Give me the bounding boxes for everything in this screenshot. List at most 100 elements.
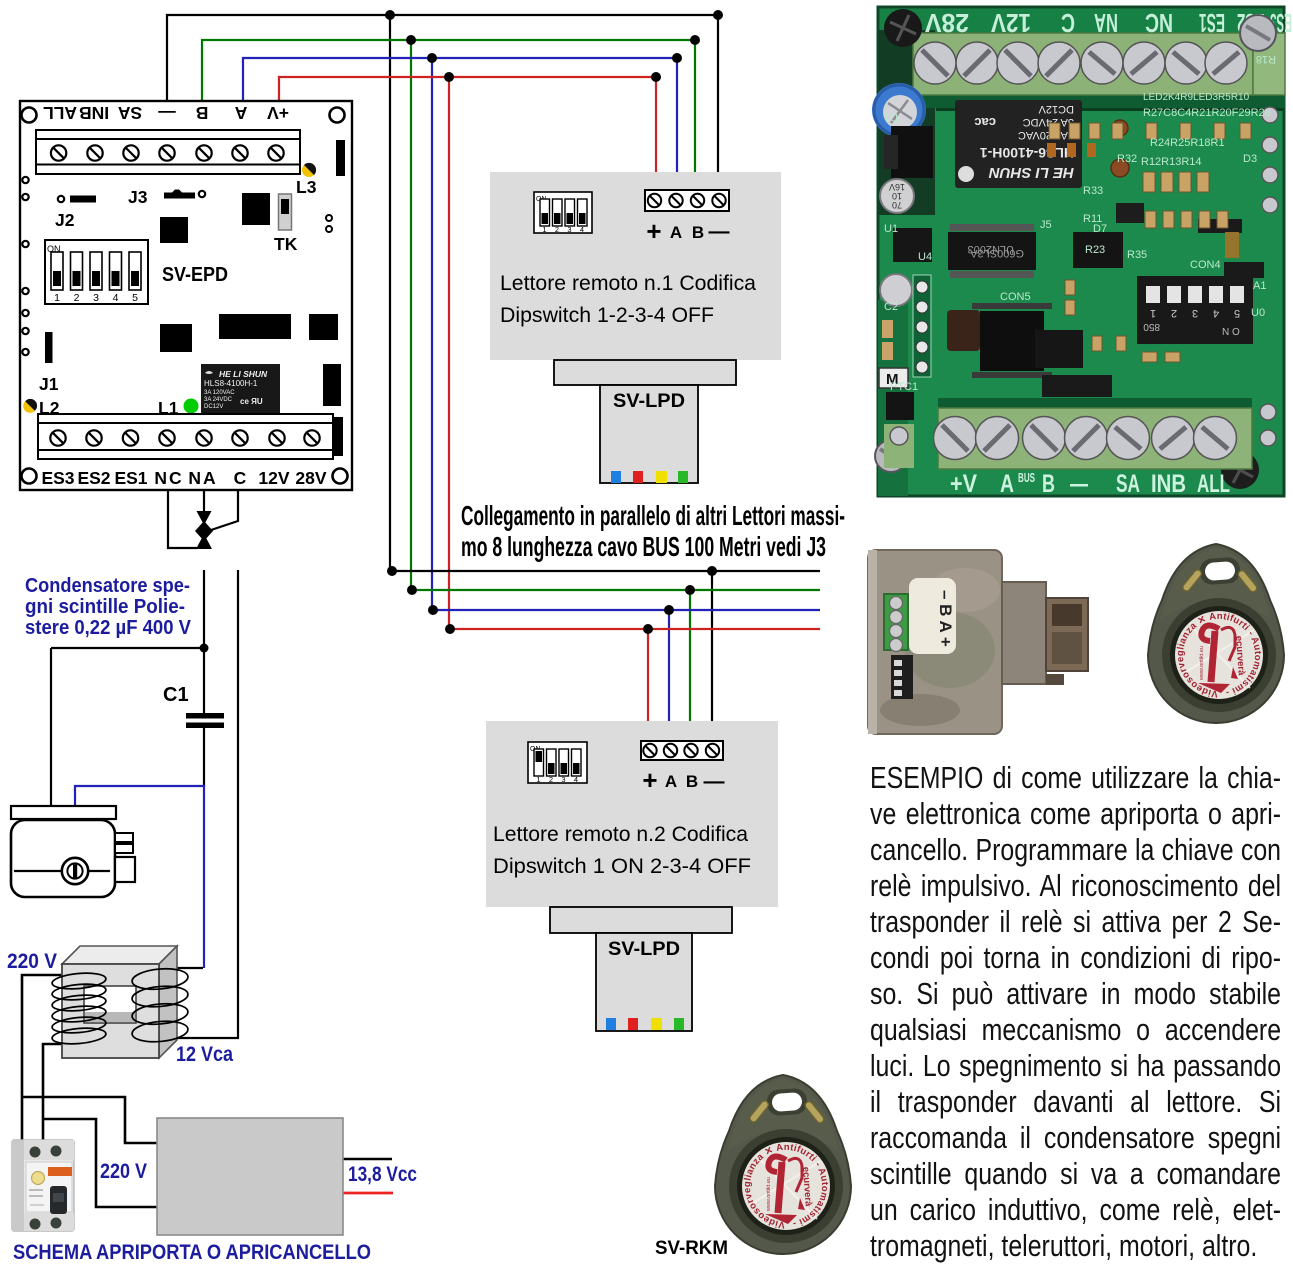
svg-text:HLS8-4100H-1: HLS8-4100H-1 xyxy=(204,379,258,388)
svg-text:4: 4 xyxy=(574,775,578,784)
svg-text:B: B xyxy=(692,223,704,242)
svg-text:—: — xyxy=(704,770,725,793)
svg-text:Lettore remoto n.1 Codifica: Lettore remoto n.1 Codifica xyxy=(500,271,756,295)
svg-text:NA: NA xyxy=(188,468,217,488)
svg-text:R35: R35 xyxy=(1127,249,1147,261)
svg-text:3: 3 xyxy=(561,775,565,784)
svg-text:+V: +V xyxy=(950,470,977,498)
svg-text:ON: ON xyxy=(47,244,61,254)
svg-text:+: + xyxy=(646,216,661,246)
svg-text:3A 24VDC: 3A 24VDC xyxy=(204,397,233,403)
svg-text:DC12V: DC12V xyxy=(204,404,223,410)
svg-text:70: 70 xyxy=(892,200,902,210)
svg-text:A: A xyxy=(234,103,247,123)
svg-text:—: — xyxy=(1070,470,1088,498)
svg-text:Dipswitch 1 ON 2-3-4 OFF: Dipswitch 1 ON 2-3-4 OFF xyxy=(493,854,751,878)
svg-text:J3: J3 xyxy=(128,187,148,207)
svg-text:A: A xyxy=(670,223,682,242)
svg-text:R12R13R14: R12R13R14 xyxy=(1141,156,1202,168)
svg-text:—: — xyxy=(709,220,730,243)
svg-text:4: 4 xyxy=(580,225,584,234)
svg-text:4: 4 xyxy=(113,292,119,304)
svg-text:C: C xyxy=(1061,8,1075,38)
svg-text:NC: NC xyxy=(1145,8,1173,38)
svg-text:1: 1 xyxy=(542,225,546,234)
svg-text:J2: J2 xyxy=(55,210,75,230)
svg-text:10: 10 xyxy=(892,191,902,201)
svg-text:gni scintille Polie-: gni scintille Polie- xyxy=(25,596,185,618)
svg-text:G600SL3A: G600SL3A xyxy=(970,247,1024,259)
svg-text:www.ontikt.eu: www.ontikt.eu xyxy=(1199,646,1205,681)
svg-text:BUS: BUS xyxy=(1018,470,1035,485)
svg-text:ce ЯU: ce ЯU xyxy=(240,397,263,406)
svg-text:SV-RKM: SV-RKM xyxy=(655,1237,728,1259)
svg-text:2: 2 xyxy=(74,292,80,304)
svg-text:16V: 16V xyxy=(889,182,905,192)
svg-text:ES1: ES1 xyxy=(114,468,147,488)
svg-text:PTC1: PTC1 xyxy=(890,381,918,393)
svg-text:INB: INB xyxy=(1151,470,1186,498)
svg-text:850: 850 xyxy=(1143,321,1160,332)
svg-text:SA: SA xyxy=(117,103,142,123)
svg-text:CON5: CON5 xyxy=(1000,291,1031,303)
svg-text:SV-LPD: SV-LPD xyxy=(608,939,680,960)
svg-text:ES1: ES1 xyxy=(1199,8,1225,38)
svg-text:A: A xyxy=(665,772,677,791)
svg-text:D1: D1 xyxy=(884,111,898,123)
svg-text:ULN2003: ULN2003 xyxy=(968,243,1014,255)
svg-text:SCHEMA APRIPORTA O APRICANCELL: SCHEMA APRIPORTA O APRICANCELLO xyxy=(13,1240,371,1264)
svg-text:ALL: ALL xyxy=(1197,470,1230,498)
svg-text:2: 2 xyxy=(555,225,559,234)
svg-text:D7: D7 xyxy=(1093,223,1107,235)
svg-text:220 V: 220 V xyxy=(100,1160,147,1183)
svg-text:2: 2 xyxy=(1171,307,1177,319)
svg-text:C2: C2 xyxy=(884,301,898,313)
svg-text:Dipswitch 1-2-3-4 OFF: Dipswitch 1-2-3-4 OFF xyxy=(500,303,714,327)
svg-text:HE LI SHUN: HE LI SHUN xyxy=(219,369,268,379)
svg-text:B: B xyxy=(686,772,698,791)
svg-text:5: 5 xyxy=(132,292,138,304)
svg-text:U1: U1 xyxy=(884,223,898,235)
svg-text:+: + xyxy=(642,765,657,795)
svg-text:R27C8C4R21R20F29R28: R27C8C4R21R20F29R28 xyxy=(1143,107,1271,119)
svg-text:Collegamento in parallelo di a: Collegamento in parallelo di altri Letto… xyxy=(461,500,845,531)
svg-text:TK: TK xyxy=(274,234,298,254)
svg-text:3: 3 xyxy=(567,225,571,234)
svg-text:NC: NC xyxy=(154,468,183,488)
svg-text:– B A +: – B A + xyxy=(936,590,955,647)
svg-text:3: 3 xyxy=(93,292,99,304)
svg-text:N O: N O xyxy=(1222,327,1240,338)
svg-text:2: 2 xyxy=(549,775,553,784)
svg-text:LED2K4R9LED3R5R10: LED2K4R9LED3R5R10 xyxy=(1143,92,1250,103)
svg-text:J1: J1 xyxy=(39,374,59,394)
svg-text:cac: cac xyxy=(974,115,996,130)
svg-text:Lettore remoto n.2 Codifica: Lettore remoto n.2 Codifica xyxy=(493,822,748,846)
svg-text:M: M xyxy=(886,371,899,388)
svg-text:R23: R23 xyxy=(1085,244,1105,256)
svg-text:1: 1 xyxy=(54,292,60,304)
svg-text:R18: R18 xyxy=(1256,53,1276,65)
svg-text:28V: 28V xyxy=(295,468,326,488)
svg-text:R32: R32 xyxy=(1117,153,1137,165)
svg-text:SV-EPD: SV-EPD xyxy=(162,263,228,286)
svg-text:R11: R11 xyxy=(1083,213,1102,225)
svg-text:3: 3 xyxy=(1192,307,1198,319)
svg-text:C: C xyxy=(234,468,247,488)
svg-text:HLS6-4100H-1: HLS6-4100H-1 xyxy=(980,145,1074,161)
svg-text:Condensatore spe-: Condensatore spe- xyxy=(25,575,190,597)
svg-text:SA: SA xyxy=(1116,470,1140,498)
svg-text:13,8 Vcc: 13,8 Vcc xyxy=(348,1163,417,1186)
svg-text:ES3: ES3 xyxy=(41,468,74,488)
svg-text:3A 24VDC: 3A 24VDC xyxy=(1023,116,1074,128)
svg-text:U0: U0 xyxy=(1251,307,1265,319)
svg-text:NA: NA xyxy=(1094,8,1118,38)
svg-text:12V: 12V xyxy=(990,8,1031,38)
svg-text:R24R25R18R1: R24R25R18R1 xyxy=(1150,137,1225,149)
svg-text:+V: +V xyxy=(267,103,289,123)
svg-text:D3: D3 xyxy=(1243,153,1257,165)
svg-text:3A 120VAC: 3A 120VAC xyxy=(204,390,235,396)
svg-text:1: 1 xyxy=(1150,307,1156,319)
svg-text:ALL: ALL xyxy=(43,103,77,123)
svg-text:12 Vca: 12 Vca xyxy=(176,1043,233,1066)
svg-text:C1: C1 xyxy=(163,684,189,706)
